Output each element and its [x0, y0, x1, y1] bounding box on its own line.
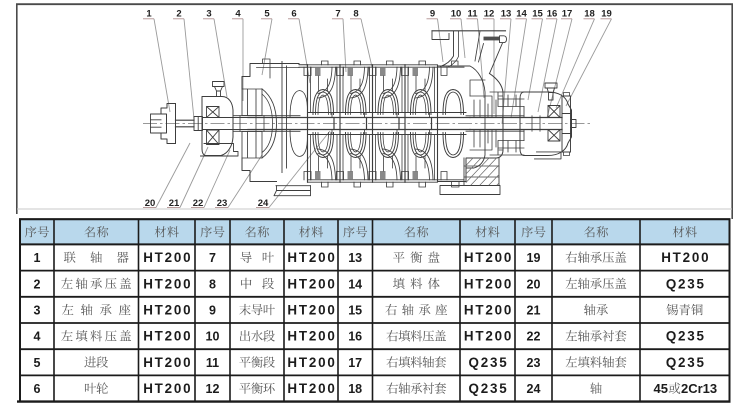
svg-text:24: 24	[258, 198, 269, 209]
svg-text:22: 22	[193, 198, 204, 209]
svg-text:12: 12	[206, 382, 220, 396]
svg-text:2: 2	[176, 9, 181, 20]
svg-text:HT200: HT200	[464, 276, 513, 291]
svg-text:10: 10	[451, 9, 462, 20]
svg-text:14: 14	[348, 277, 362, 291]
svg-text:5: 5	[264, 9, 270, 20]
svg-text:11: 11	[206, 356, 219, 370]
svg-text:8: 8	[209, 277, 216, 291]
svg-text:18: 18	[584, 9, 595, 20]
svg-text:HT200: HT200	[143, 329, 192, 344]
svg-text:15: 15	[348, 304, 362, 318]
svg-text:21: 21	[527, 304, 541, 318]
svg-text:HT200: HT200	[287, 276, 336, 291]
svg-text:HT200: HT200	[143, 250, 192, 265]
svg-text:HT200: HT200	[143, 303, 192, 318]
svg-text:15: 15	[532, 9, 543, 20]
svg-text:Q235: Q235	[666, 355, 706, 370]
svg-text:1: 1	[34, 251, 41, 265]
svg-text:6: 6	[34, 382, 41, 396]
svg-text:13: 13	[348, 251, 362, 265]
svg-text:Q235: Q235	[469, 381, 509, 396]
svg-text:19: 19	[601, 9, 612, 20]
svg-text:Q235: Q235	[666, 329, 706, 344]
svg-text:7: 7	[335, 9, 340, 20]
svg-text:HT200: HT200	[287, 303, 336, 318]
svg-text:9: 9	[209, 304, 216, 318]
svg-text:17: 17	[562, 9, 573, 20]
svg-text:HT200: HT200	[287, 250, 336, 265]
svg-text:HT200: HT200	[287, 329, 336, 344]
svg-text:21: 21	[169, 198, 180, 209]
svg-text:Q235: Q235	[469, 355, 509, 370]
svg-text:HT200: HT200	[464, 303, 513, 318]
svg-text:7: 7	[209, 251, 216, 265]
svg-text:16: 16	[547, 9, 558, 20]
svg-text:HT200: HT200	[143, 381, 192, 396]
svg-text:HT200: HT200	[661, 250, 710, 265]
svg-text:6: 6	[291, 9, 296, 20]
svg-text:23: 23	[217, 198, 228, 209]
svg-text:10: 10	[206, 330, 220, 344]
svg-text:20: 20	[145, 198, 156, 209]
svg-text:22: 22	[527, 330, 541, 344]
svg-text:2: 2	[34, 277, 41, 291]
svg-text:4: 4	[235, 9, 241, 20]
svg-text:17: 17	[348, 356, 362, 370]
svg-text:16: 16	[348, 330, 362, 344]
svg-text:2Cr13: 2Cr13	[681, 381, 717, 396]
svg-text:11: 11	[467, 9, 478, 20]
svg-text:Q235: Q235	[666, 276, 706, 291]
svg-text:1: 1	[146, 9, 152, 20]
svg-text:20: 20	[527, 277, 541, 291]
svg-text:12: 12	[484, 9, 495, 20]
svg-text:HT200: HT200	[143, 276, 192, 291]
svg-text:HT200: HT200	[143, 355, 192, 370]
svg-text:45: 45	[654, 381, 668, 396]
svg-text:HT200: HT200	[464, 250, 513, 265]
svg-text:3: 3	[34, 304, 41, 318]
svg-text:HT200: HT200	[287, 381, 336, 396]
svg-text:23: 23	[527, 356, 541, 370]
svg-text:HT200: HT200	[287, 355, 336, 370]
svg-text:18: 18	[348, 382, 362, 396]
svg-text:3: 3	[206, 9, 211, 20]
svg-text:4: 4	[34, 330, 41, 344]
svg-text:8: 8	[353, 9, 358, 20]
svg-text:13: 13	[501, 9, 512, 20]
svg-text:24: 24	[527, 382, 541, 396]
svg-text:14: 14	[516, 9, 527, 20]
svg-text:19: 19	[527, 251, 541, 265]
svg-text:9: 9	[430, 9, 435, 20]
svg-text:HT200: HT200	[464, 329, 513, 344]
svg-text:5: 5	[34, 356, 41, 370]
